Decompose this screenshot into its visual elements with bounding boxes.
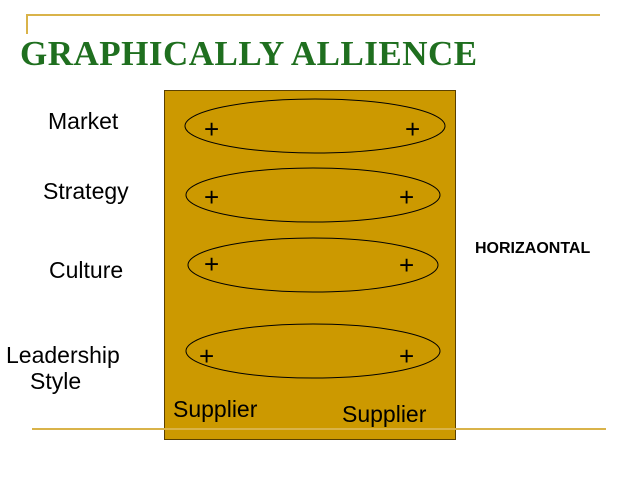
top-rule-tick	[26, 14, 28, 34]
plus-market-left: +	[204, 114, 220, 144]
slide-title: GRAPHICALLY ALLIENCE	[20, 34, 478, 73]
plus-market-right: +	[405, 114, 421, 144]
bottom-rule	[32, 428, 606, 430]
top-rule	[26, 14, 600, 16]
supplier-right-label: Supplier	[342, 401, 427, 427]
ellipse-culture	[187, 237, 439, 293]
horizontal-label: HORIZAONTAL	[475, 240, 591, 257]
row-label-leadership-line2: Style	[30, 368, 82, 394]
alliance-box	[164, 90, 456, 440]
plus-leadership-left: +	[199, 341, 215, 371]
ellipse-leadership	[185, 323, 441, 379]
row-label-leadership-line1: Leadership	[6, 342, 120, 368]
ellipse-market	[184, 98, 446, 154]
plus-strategy-right: +	[399, 182, 415, 212]
row-label-culture: Culture	[49, 257, 124, 283]
row-label-strategy: Strategy	[43, 178, 129, 204]
row-label-market: Market	[48, 108, 119, 134]
plus-leadership-right: +	[399, 341, 415, 371]
plus-culture-left: +	[204, 249, 220, 279]
supplier-left-label: Supplier	[173, 396, 258, 422]
plus-culture-right: +	[399, 250, 415, 280]
plus-strategy-left: +	[204, 182, 220, 212]
ellipse-strategy	[185, 167, 441, 223]
